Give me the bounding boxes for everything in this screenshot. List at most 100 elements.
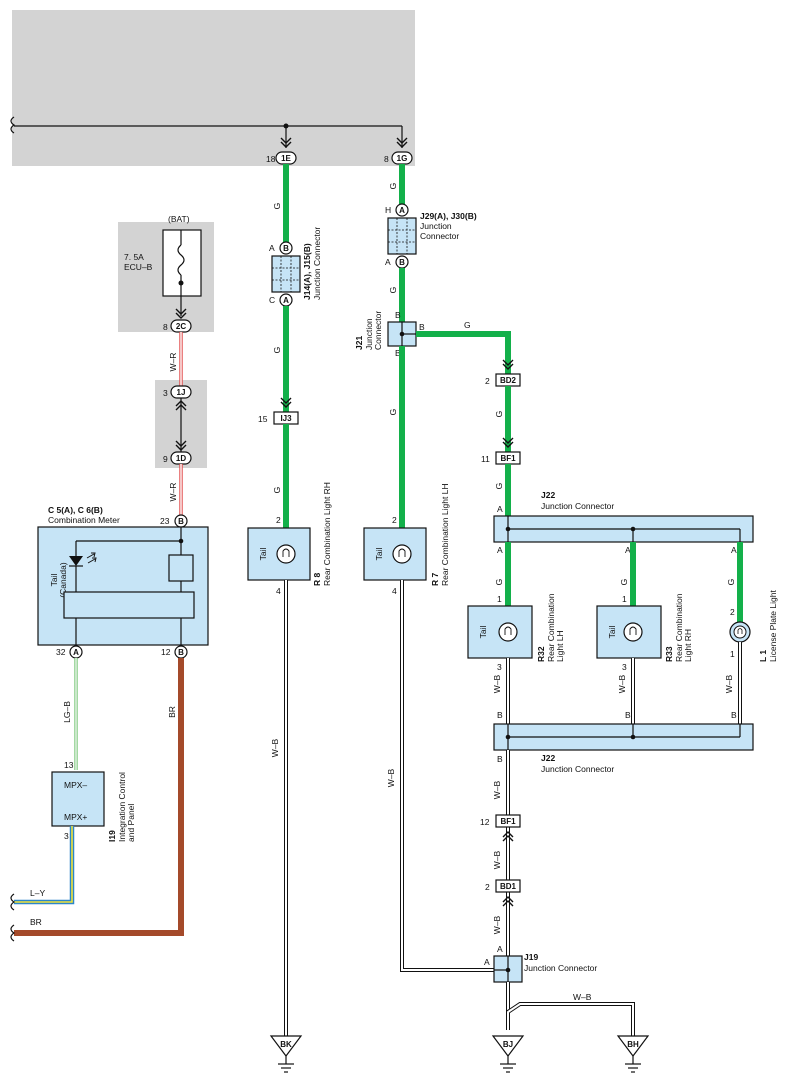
fuse-name: ECU–B: [124, 262, 153, 272]
pin-label: 1: [622, 594, 627, 604]
pin-letter: B: [178, 648, 184, 657]
bulb-icon: [276, 544, 296, 564]
chevron-down-icon: [175, 308, 187, 319]
bulb-icon: [733, 625, 747, 639]
wire-color-label: G: [388, 183, 398, 190]
pin-label: A: [484, 957, 490, 967]
wire-color-label: G: [388, 287, 398, 294]
l1-name: License Plate Light: [768, 590, 778, 662]
bulb-icon: [498, 622, 518, 642]
wire-color-label: W–R: [168, 483, 178, 502]
pin-label: B: [497, 710, 503, 720]
fuse-source-label: (BAT): [168, 214, 190, 224]
pin-letter: B: [283, 244, 289, 253]
l1-code: L 1: [758, 650, 768, 662]
g-wire: [416, 331, 511, 374]
j19-name: Junction Connector: [524, 963, 597, 973]
break-mark: [10, 116, 16, 134]
connector-BD2-label: BD2: [500, 376, 517, 385]
splice-dot: [178, 280, 184, 286]
fuse-icon: [177, 244, 185, 276]
chevron-down-icon: [175, 440, 187, 451]
j22b-name: Junction Connector: [541, 764, 614, 774]
pin-label: 3: [497, 662, 502, 672]
wire-color-label: W–B: [270, 738, 280, 757]
bulb-icon: [623, 622, 643, 642]
wire-color-label: G: [272, 487, 282, 494]
wire-color-label: G: [388, 409, 398, 416]
break-mark: [10, 924, 16, 942]
meter-code: C 5(A), C 6(B): [48, 505, 103, 515]
pin-label: B: [395, 348, 401, 358]
chevron-down-icon: [502, 437, 514, 448]
mpx-name: and Panel: [126, 804, 136, 842]
mpx-name: Integration Control: [117, 772, 127, 842]
wire-color-label: G: [619, 579, 629, 586]
pin-label: 2: [485, 376, 490, 386]
wire-color-label: LG–B: [62, 701, 72, 723]
tail-label: Tail: [478, 626, 488, 639]
connector-1G-label: 1G: [397, 154, 408, 163]
wire-color-label: W–B: [492, 850, 502, 869]
r32-name: Light LH: [555, 630, 565, 662]
j29-name: Connector: [420, 231, 459, 241]
tail-label: Tail: [607, 626, 617, 639]
connector-BD1: [495, 879, 521, 893]
pin-label: 12: [161, 647, 171, 657]
pin-letter: A: [399, 206, 405, 215]
pin-label: 2: [485, 882, 490, 892]
pin-label: 3: [64, 831, 69, 841]
wire-color-label: BR: [167, 706, 177, 718]
light-emission-icon: [86, 552, 97, 564]
mpx-code: I19: [107, 830, 117, 842]
chevron-down-icon: [280, 397, 292, 408]
connector-1J-label: 1J: [177, 388, 186, 397]
pin-label: 2: [276, 515, 281, 525]
pin-label: 32: [56, 647, 66, 657]
pin-label: A: [625, 545, 631, 555]
led-icon: [69, 556, 83, 566]
pin-label: 1: [730, 649, 735, 659]
chevron-down-icon: [280, 137, 292, 148]
wire-color-label: W–B: [492, 915, 502, 934]
wire-color-label: W–R: [168, 353, 178, 372]
connector-2C-label: 2C: [176, 322, 186, 331]
wire-color-label: W–B: [492, 780, 502, 799]
ground-bh: [616, 1035, 650, 1057]
r7-code: R 7: [430, 573, 440, 587]
tail-label: Tail: [258, 548, 268, 561]
ground-label: BK: [280, 1040, 292, 1049]
break-mark: [10, 893, 16, 911]
chevron-up-icon: [175, 400, 187, 411]
connector-BF1-low: [495, 814, 521, 828]
chevron-up-icon: [502, 831, 514, 842]
wire-color-label: G: [494, 579, 504, 586]
pin-label: 23: [160, 516, 170, 526]
wire-color-label: G: [272, 203, 282, 210]
wire-color-label: G: [494, 411, 504, 418]
chevron-down-icon: [502, 359, 514, 370]
rear-combination-light-lh: [363, 527, 427, 581]
connector-pin: [279, 241, 293, 255]
connector-BF1-label: BF1: [500, 454, 516, 463]
mpx-minus-label: MPX–: [64, 780, 87, 790]
wire-color-label: W–B: [724, 674, 734, 693]
r7-name: Rear Combination Light LH: [440, 483, 450, 586]
pin-label: B: [625, 710, 631, 720]
fuse-rating: 7. 5A: [124, 252, 144, 262]
meter-cpu-block: [63, 591, 195, 619]
pin-label: 8: [384, 154, 389, 164]
pin-label: B: [395, 310, 401, 320]
r33-name: Rear Combination: [674, 593, 684, 662]
j29-code: J29(A), J30(B): [420, 211, 477, 221]
splice-dot: [283, 123, 289, 129]
pin-label: B: [419, 322, 425, 332]
wire-color-label: BR: [30, 917, 42, 927]
connector-BF1-label: BF1: [500, 817, 516, 826]
pin-label: 2: [392, 515, 397, 525]
j21-name: Junction: [364, 318, 374, 350]
ground-label: BH: [627, 1040, 639, 1049]
pin-label: B: [731, 710, 737, 720]
wire-color-label: L–Y: [30, 888, 45, 898]
